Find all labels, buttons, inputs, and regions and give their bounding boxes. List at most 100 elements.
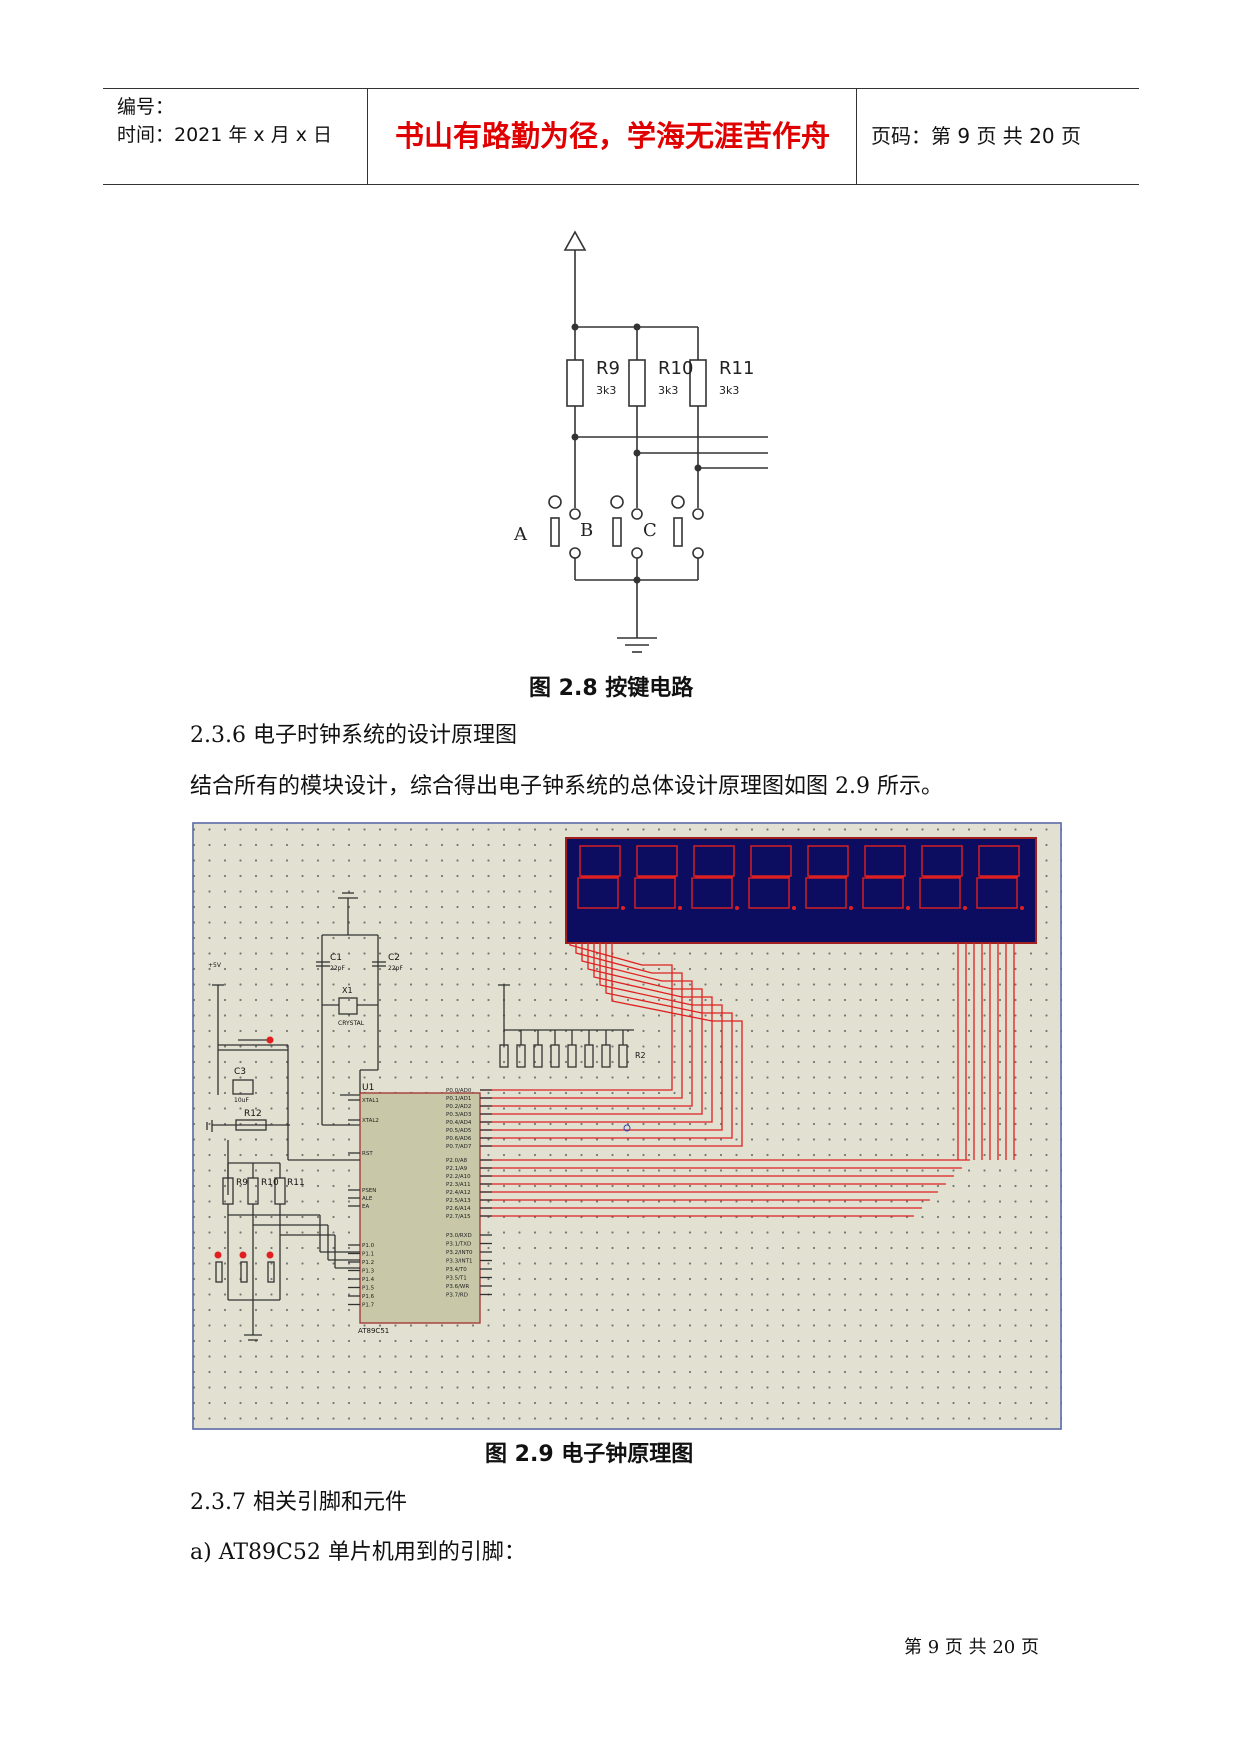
resistor-r12 — [235, 1119, 267, 1131]
pin-label: P0.5/AD5 — [446, 1128, 472, 1134]
crystal-name: CRYSTAL — [338, 1020, 365, 1027]
pin-label: P3.4/T0 — [446, 1267, 467, 1273]
pullup-resistor — [550, 1044, 560, 1068]
cap-c1-label: C1 — [330, 953, 342, 963]
pullup-resistor — [601, 1044, 611, 1068]
pin-label: P1.6 — [362, 1294, 375, 1300]
pullup-resistor — [618, 1044, 628, 1068]
power-arrow-icon — [563, 230, 587, 251]
header-page-info: 页码：第 9 页 共 20 页 — [871, 124, 1081, 148]
pin-label: P2.3/A11 — [446, 1182, 471, 1188]
pin-label: P1.7 — [362, 1303, 375, 1309]
figure-2-9-caption: 图 2.9 电子钟原理图 — [485, 1442, 694, 1467]
pin-label: P2.6/A14 — [446, 1206, 471, 1212]
pullup-resistor — [499, 1044, 509, 1068]
pin-label: P1.1 — [362, 1252, 374, 1258]
pin-label: P0.3/AD3 — [446, 1112, 472, 1118]
crystal-label: X1 — [342, 986, 353, 995]
pin-label: ALE — [362, 1196, 373, 1202]
pin-label: RST — [362, 1151, 373, 1157]
capacitor-c3 — [232, 1079, 254, 1095]
pin-label: P3.5/T1 — [446, 1276, 467, 1282]
button-c — [673, 517, 683, 547]
pin-label: P2.0/A8 — [446, 1158, 468, 1164]
section-2-3-6-text: 结合所有的模块设计，综合得出电子钟系统的总体设计原理图如图 2.9 所示。 — [190, 774, 943, 799]
section-2-3-6-heading: 2.3.6 电子时钟系统的设计原理图 — [190, 723, 517, 748]
clock-schematic-diagram: U1 AT89C51 X1 CRYSTAL C1 C2 C3 22pF 22pF… — [192, 822, 1062, 1430]
pin-label: P3.7/RD — [446, 1293, 468, 1299]
cap-c2-value: 22pF — [388, 965, 403, 972]
pin-label: P0.2/AD2 — [446, 1104, 471, 1110]
pin-label: P0.7/AD7 — [446, 1144, 472, 1150]
chip-label: U1 — [362, 1083, 374, 1093]
r11-value: 3k3 — [719, 384, 739, 397]
pullup-resistor — [584, 1044, 594, 1068]
display-digit — [805, 845, 854, 911]
cap-c1-value: 22pF — [330, 965, 345, 972]
r9-label: R9 — [236, 1178, 248, 1188]
r11-label: R11 — [287, 1178, 305, 1188]
display-digit — [691, 845, 740, 911]
r12-label: R12 — [244, 1109, 262, 1119]
key-b-label: B — [580, 520, 593, 541]
pin-label: P3.0/RXD — [446, 1233, 472, 1239]
display-digit — [577, 845, 626, 911]
cap-c3-label: C3 — [234, 1067, 246, 1077]
pin-label: P2.5/A13 — [446, 1198, 471, 1204]
pullup-resistor — [516, 1044, 526, 1068]
header-meta: 编号： 时间：2021 年 x 月 x 日 — [117, 93, 362, 181]
pin-label: P1.2 — [362, 1260, 374, 1266]
key-circuit-diagram: R9 3k3 R10 3k3 R11 3k3 A B C — [513, 230, 768, 653]
header-motto: 书山有路勤为径，学海无涯苦作舟 — [394, 119, 830, 153]
r11-label: R11 — [719, 358, 754, 379]
pin-label: P3.3/INT1 — [446, 1259, 473, 1265]
pin-label: P1.0 — [362, 1243, 375, 1249]
pin-label: P0.6/AD6 — [446, 1136, 472, 1142]
r10-value: 3k3 — [658, 384, 678, 397]
pullup-resistor — [567, 1044, 577, 1068]
pullup-resistor — [533, 1044, 543, 1068]
vcc-label: +5V — [208, 962, 222, 969]
pin-label: P0.0/AD0 — [446, 1088, 472, 1094]
r9-value: 3k3 — [596, 384, 616, 397]
display-digit — [919, 845, 968, 911]
pin-label: EA — [362, 1204, 369, 1210]
cap-c2-label: C2 — [388, 953, 400, 963]
pullup-label: R2 — [635, 1051, 646, 1060]
cap-c3-value: 10uF — [234, 1097, 249, 1104]
crystal-x1 — [338, 997, 358, 1015]
section-2-3-7-item-a: a) AT89C52 单片机用到的引脚： — [190, 1540, 526, 1565]
display-digit — [976, 845, 1025, 911]
pin-label: P3.2/INT0 — [446, 1250, 473, 1256]
key-a-label: A — [513, 524, 528, 545]
button-b — [612, 517, 622, 547]
display-digit — [748, 845, 797, 911]
display-digit — [634, 845, 683, 911]
key-c-label: C — [643, 520, 657, 541]
chip-name: AT89C51 — [358, 1327, 389, 1335]
pin-label: P1.3 — [362, 1269, 375, 1275]
header-divider — [367, 89, 368, 184]
pin-label: XTAL2 — [362, 1118, 379, 1124]
r10-label: R10 — [261, 1178, 279, 1188]
page-header: 编号： 时间：2021 年 x 月 x 日 书山有路勤为径，学海无涯苦作舟 页码… — [103, 88, 1139, 185]
pin-label: P2.4/A12 — [446, 1190, 471, 1196]
pin-label: PSEN — [362, 1188, 376, 1194]
pin-label: P2.1/A9 — [446, 1166, 468, 1172]
pin-label: P0.4/AD4 — [446, 1120, 472, 1126]
r9-label: R9 — [596, 358, 620, 379]
page-footer: 第 9 页 共 20 页 — [904, 1637, 1039, 1658]
header-divider — [856, 89, 857, 184]
time-label: 时间：2021 年 x 月 x 日 — [117, 124, 333, 146]
button-a — [550, 517, 560, 547]
pin-label: P3.6/WR — [446, 1284, 469, 1290]
seven-segment-display — [565, 837, 1037, 944]
pin-label: P2.2/A10 — [446, 1174, 471, 1180]
serial-label: 编号： — [117, 96, 175, 118]
resistor-r9 — [566, 359, 584, 407]
pin-label: P2.7/A15 — [446, 1214, 471, 1220]
figure-2-8-caption: 图 2.8 按键电路 — [529, 676, 694, 701]
pin-label: P1.5 — [362, 1286, 375, 1292]
pin-label: XTAL1 — [362, 1098, 379, 1104]
pin-label: P3.1/TXD — [446, 1242, 471, 1248]
